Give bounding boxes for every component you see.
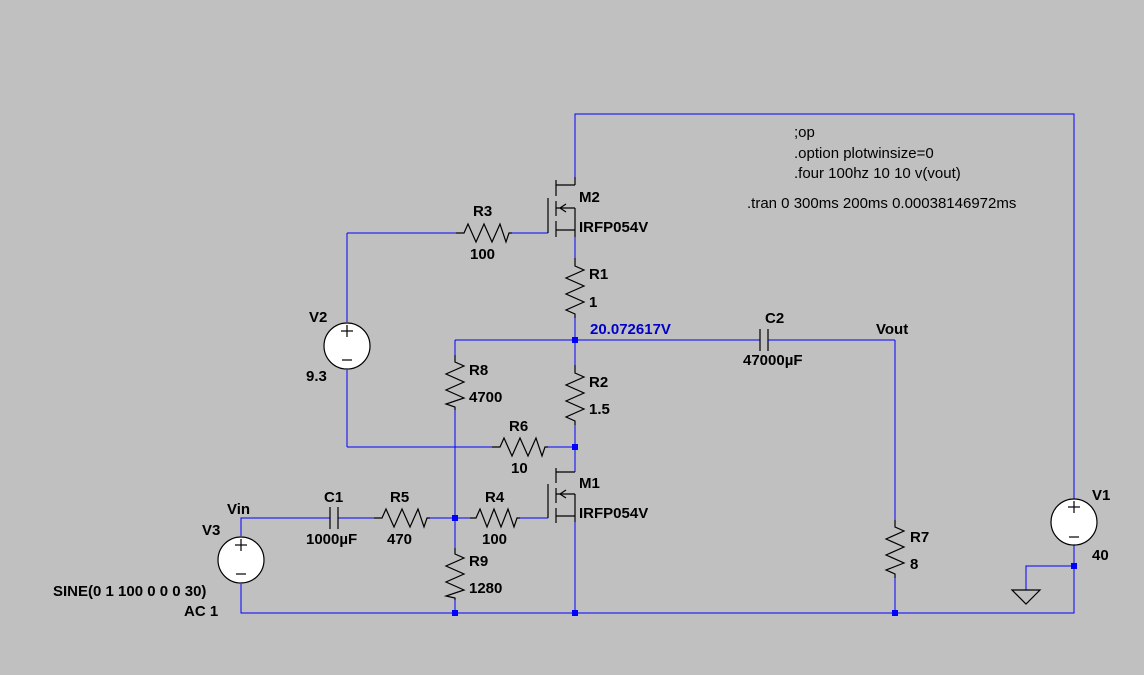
circle-plus-minus-icon [1050, 498, 1098, 546]
ground-icon [1010, 589, 1042, 605]
r8-name: R8 [469, 362, 488, 379]
r3-value: 100 [470, 246, 495, 263]
wires [240, 113, 1075, 614]
c2-name: C2 [765, 310, 784, 327]
m1-value: IRFP054V [579, 505, 648, 522]
resistor-r2[interactable]: R2 1.5 [564, 365, 610, 425]
v1-name: V1 [1092, 487, 1110, 504]
nmos-icon [547, 468, 576, 523]
capacitor-c1[interactable]: C1 1000µF [306, 489, 357, 548]
directive-option: .option plotwinsize=0 [794, 145, 934, 162]
r6-value: 10 [511, 460, 528, 477]
r4-value: 100 [482, 531, 507, 548]
resistor-r5[interactable]: R5 470 [374, 489, 430, 548]
m2-name: M2 [579, 189, 600, 206]
v2-name: V2 [309, 309, 327, 326]
nmos-icon [547, 177, 576, 237]
circle-plus-minus-icon [323, 322, 371, 370]
junctions [452, 337, 1077, 616]
r3-name: R3 [473, 203, 492, 220]
circle-plus-minus-icon [217, 536, 265, 584]
r4-name: R4 [485, 489, 505, 506]
r9-name: R9 [469, 553, 488, 570]
resistor-r8[interactable]: R8 4700 [444, 355, 502, 410]
r2-value: 1.5 [589, 401, 610, 418]
resistor-r6[interactable]: R6 10 [492, 418, 548, 477]
resistor-r3[interactable]: R3 100 [456, 203, 512, 263]
directive-tran: .tran 0 300ms 200ms 0.00038146972ms [747, 195, 1016, 212]
resistor-r4[interactable]: R4 100 [470, 489, 520, 548]
resistor-r7[interactable]: R7 8 [884, 520, 929, 578]
c2-value: 47000µF [743, 352, 803, 369]
r7-name: R7 [910, 529, 929, 546]
r5-name: R5 [390, 489, 409, 506]
r2-name: R2 [589, 374, 608, 391]
v3-name: V3 [202, 522, 220, 539]
voltage-source-v1[interactable]: V1 40 [1050, 487, 1110, 564]
node-voltage-readout: 20.072617V [590, 321, 671, 338]
r1-name: R1 [589, 266, 608, 283]
r5-value: 470 [387, 531, 412, 548]
r6-name: R6 [509, 418, 528, 435]
v1-value: 40 [1092, 547, 1109, 564]
c1-name: C1 [324, 489, 343, 506]
mosfet-m1[interactable]: M1 IRFP054V [547, 468, 648, 523]
directive-op: ;op [794, 124, 815, 141]
spice-directives[interactable]: ;op .option plotwinsize=0 .four 100hz 10… [747, 124, 1016, 212]
r1-value: 1 [589, 294, 597, 311]
r9-value: 1280 [469, 580, 502, 597]
resistor-r9[interactable]: R9 1280 [443, 548, 502, 600]
capacitor-c2[interactable]: C2 47000µF [743, 310, 803, 369]
r8-value: 4700 [469, 389, 502, 406]
directive-four: .four 100hz 10 10 v(vout) [794, 165, 961, 182]
mosfet-m2[interactable]: M2 IRFP054V [547, 177, 648, 237]
net-label-vin: Vin [227, 501, 250, 518]
net-label-vout: Vout [876, 321, 908, 338]
r7-value: 8 [910, 556, 918, 573]
resistor-r1[interactable]: R1 1 [564, 258, 608, 318]
v2-value: 9.3 [306, 368, 327, 385]
c1-value: 1000µF [306, 531, 357, 548]
m1-name: M1 [579, 475, 600, 492]
v3-value: SINE(0 1 100 0 0 0 30) [53, 583, 206, 600]
m2-value: IRFP054V [579, 219, 648, 236]
v3-ac-value: AC 1 [184, 603, 218, 620]
voltage-source-v2[interactable]: V2 9.3 [306, 309, 371, 385]
voltage-source-v3[interactable]: V3 SINE(0 1 100 0 0 0 30) AC 1 [53, 522, 265, 620]
